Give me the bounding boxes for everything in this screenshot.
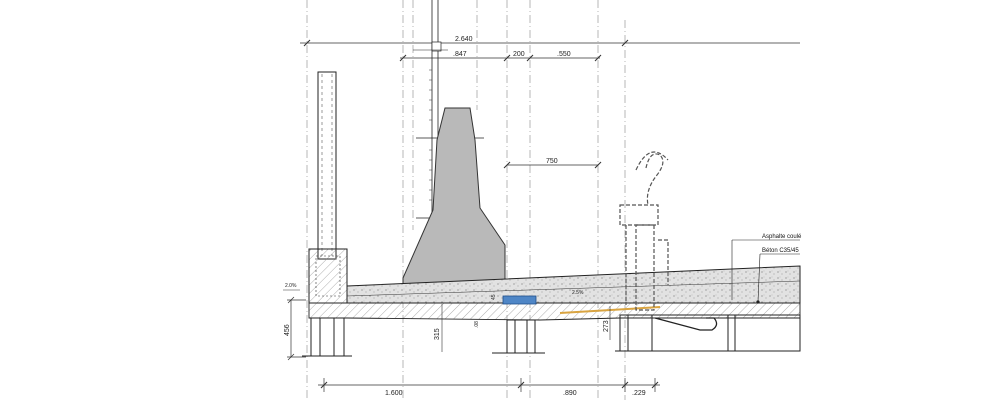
dim-overall-width: 2.640	[455, 36, 473, 43]
pedestrian-railing	[619, 151, 669, 311]
left-height-dimension	[287, 296, 306, 361]
drainage-channel	[502, 295, 537, 305]
dim-height-45: 45	[491, 294, 497, 300]
label-asphalt: Asphalte coulé	[762, 234, 802, 240]
axis-lines	[306, 0, 626, 400]
steel-girders	[302, 314, 801, 357]
edge-beam	[308, 248, 348, 304]
dim-height-315: 315	[434, 328, 441, 340]
dim-top-200: 200	[513, 51, 525, 58]
deck-lower-layer	[308, 302, 801, 321]
bottom-dimensions	[318, 378, 660, 392]
dim-mid-750: 750	[546, 158, 558, 165]
dim-bottom-1600: 1.600	[385, 390, 403, 397]
dim-bottom-890: .890	[563, 390, 577, 397]
slope-mid: 2.5%	[572, 290, 584, 296]
safety-barrier	[402, 107, 506, 289]
dim-height-273: 273	[603, 320, 610, 332]
left-post	[317, 71, 337, 260]
label-concrete: Béton C35/45	[762, 248, 799, 254]
dim-top-847: .847	[453, 51, 467, 58]
dim-top-550: .550	[557, 51, 571, 58]
top-dimensions	[300, 39, 800, 169]
annotation-leaders	[731, 239, 800, 304]
rebar-hook	[654, 317, 718, 331]
slope-left: 2.0%	[285, 283, 297, 289]
dim-height-08: .08	[474, 321, 480, 328]
dim-bottom-229: .229	[632, 390, 646, 397]
dim-height-456: 456	[284, 324, 291, 336]
